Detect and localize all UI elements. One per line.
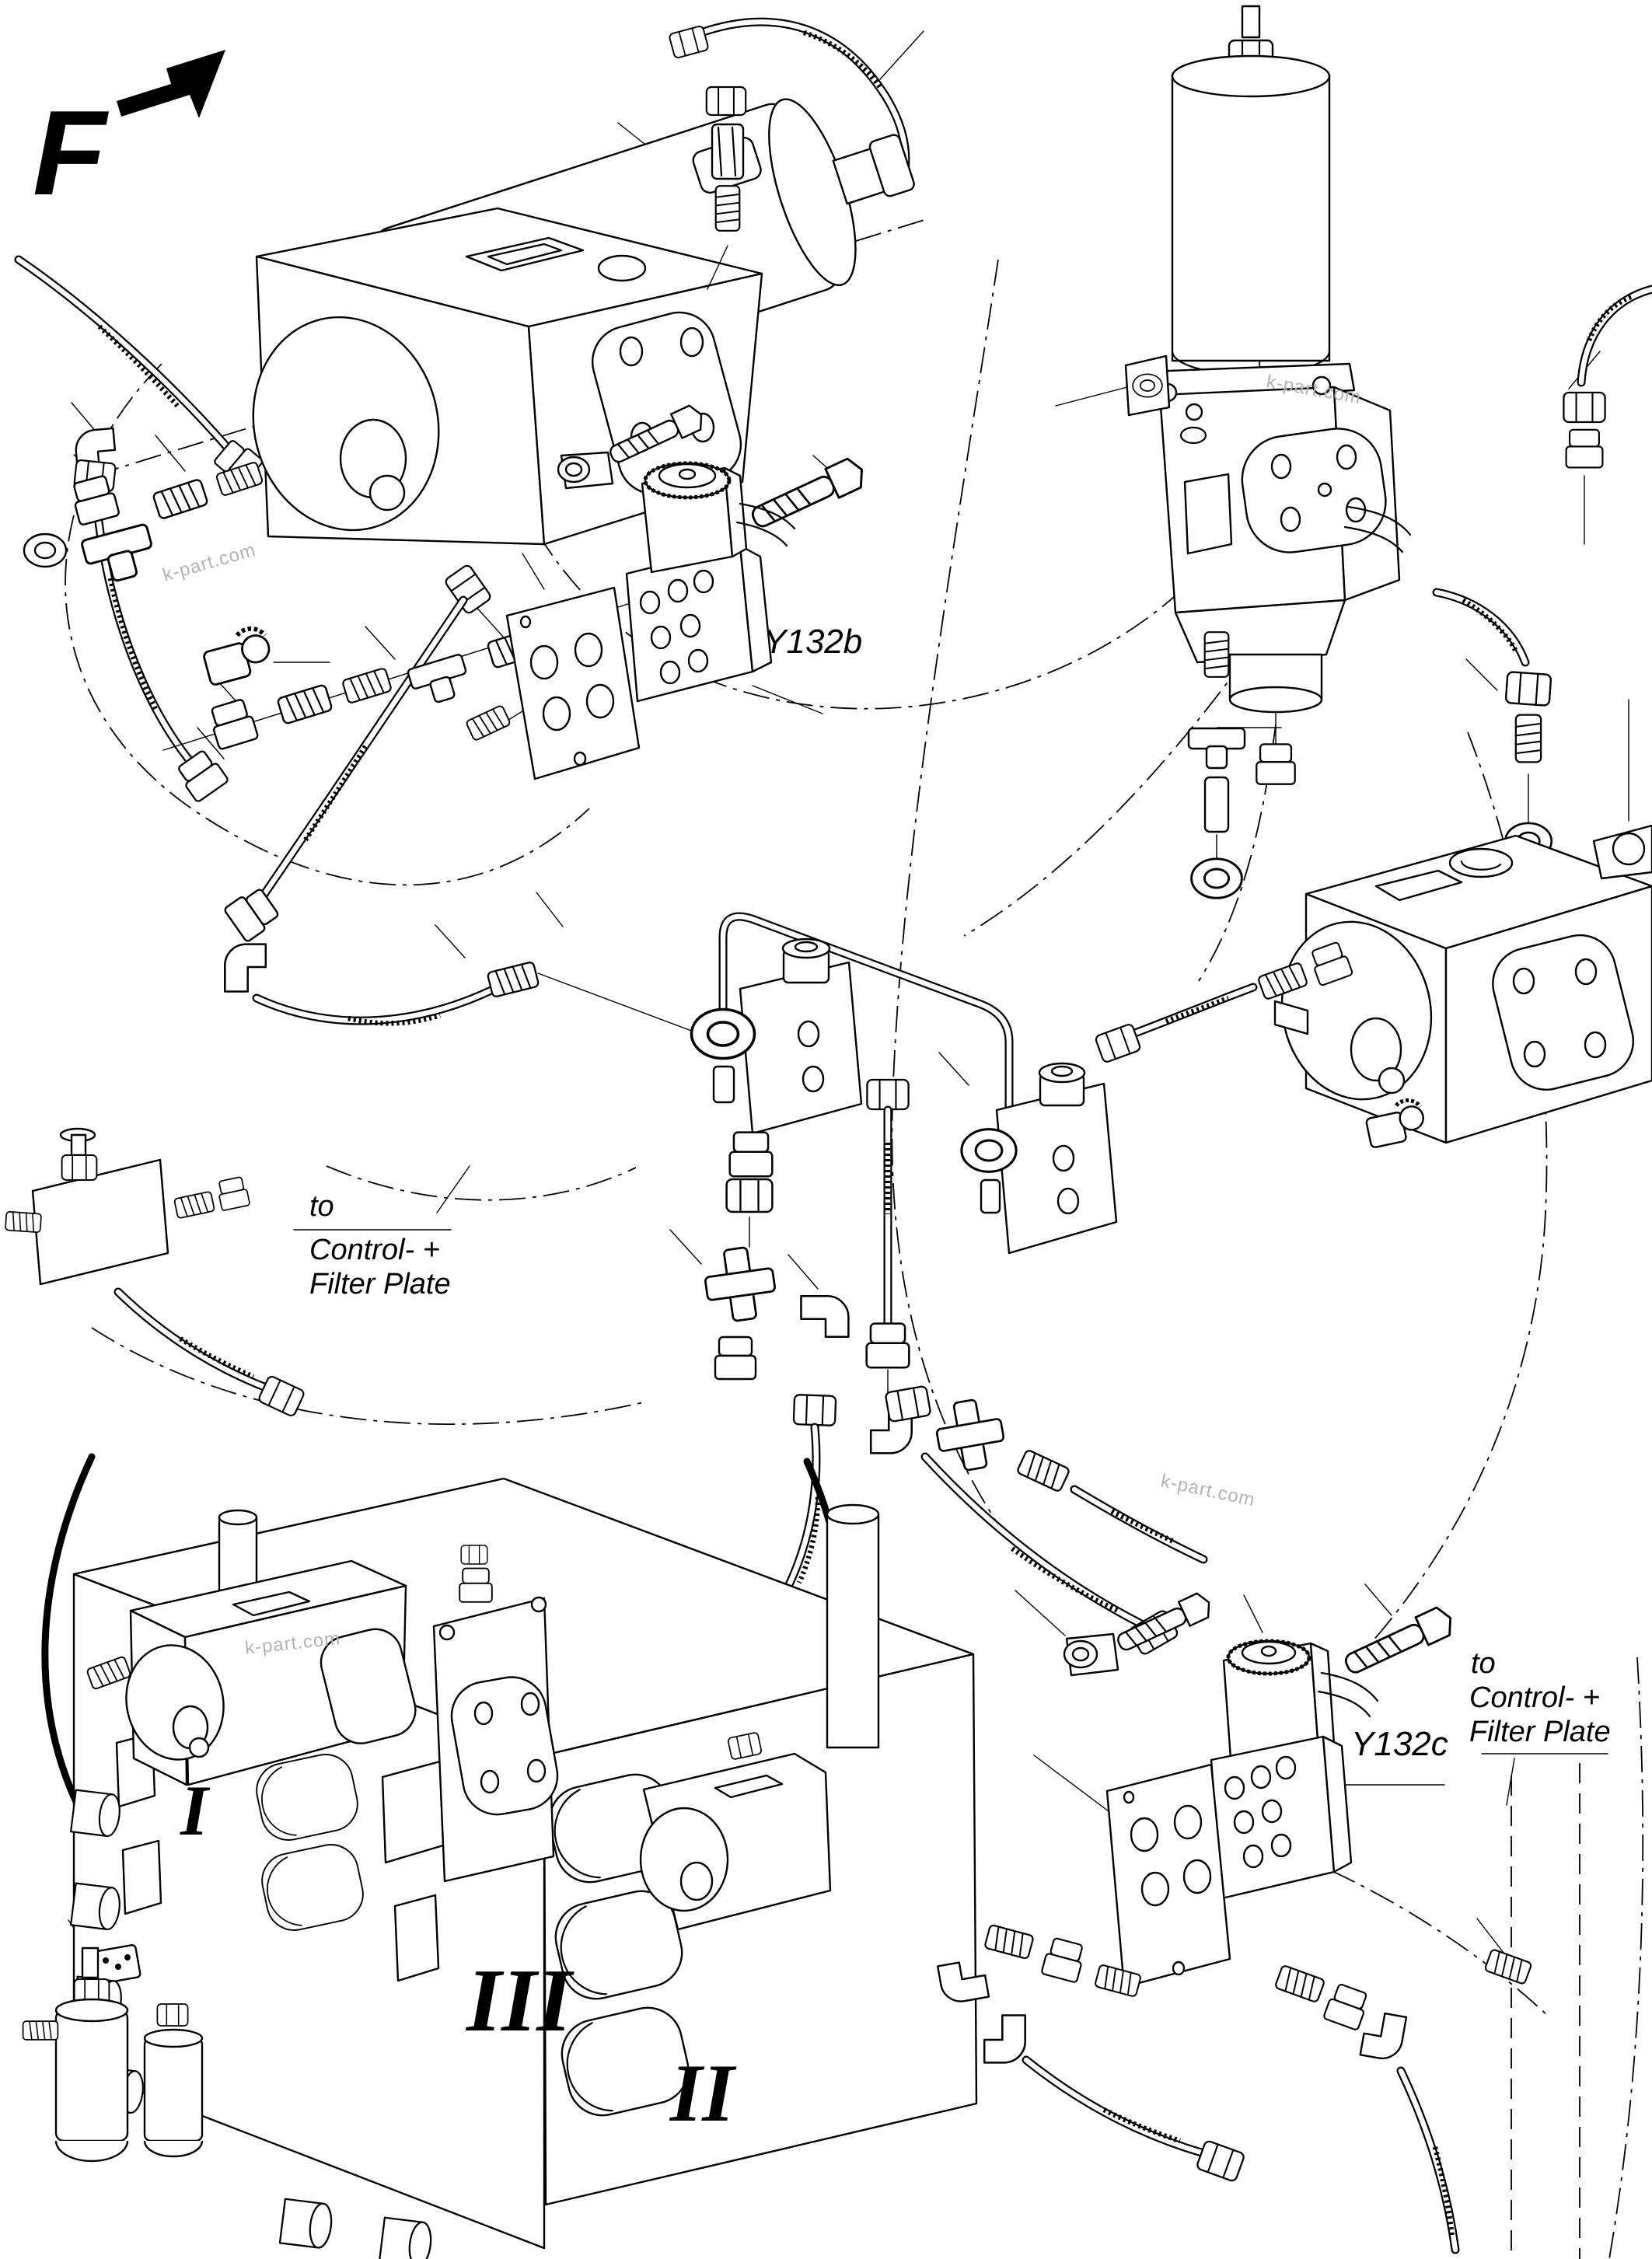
solenoid-valve-y132c [936, 1589, 1533, 2006]
long-bolt [746, 454, 870, 536]
hose-pump-top [668, 17, 910, 185]
solenoid-unit-on-manifold [432, 1545, 559, 1883]
hose-bottom-right-2 [1273, 1964, 1460, 2254]
view-letter: F [33, 86, 110, 220]
label-y132b: Y132b [763, 623, 862, 661]
ref-left-line1: to [309, 1190, 334, 1223]
ref-right-line2: Control- + [1469, 1681, 1600, 1714]
label-y132c: Y132c [1351, 1725, 1448, 1763]
labels: Y132b Y132c to Control- + Filter Plate t… [180, 623, 1611, 2139]
reference-note-left: to Control- + Filter Plate [293, 1190, 452, 1301]
ref-left-line2: Control- + [309, 1234, 440, 1266]
hose-cross-southeast [1070, 1485, 1208, 1564]
gear-pump-right [1256, 824, 1652, 1148]
pump-unit-on-manifold-right [639, 1731, 832, 1931]
ref-right-line1: to [1471, 1647, 1496, 1680]
hose-elbow-southeast [920, 1452, 1180, 1657]
view-direction-marker: F [33, 50, 225, 220]
relief-block-far-left [4, 1127, 251, 1286]
solenoid-valve-y132b [465, 401, 870, 780]
plug-with-chain-cap [200, 625, 274, 686]
solenoid-valve-assembly-top-right [1124, 5, 1412, 899]
hose-right-edge [1563, 285, 1652, 545]
watermark-text: k-part.com [160, 539, 258, 586]
check-valve-block-left [739, 961, 863, 1135]
cross-fitting [700, 1242, 781, 1326]
hose-upper-left [14, 255, 265, 491]
control-valve-manifold [22, 1453, 978, 2259]
view-arrow-icon [117, 50, 225, 118]
steel-pipe-and-check-valves [690, 912, 1118, 1493]
hose-bottom-right-1 [983, 2014, 1246, 2184]
fittings-left-of-pump [23, 460, 274, 686]
watermark-text: k-part.com [1159, 1470, 1257, 1510]
pump-unit-on-manifold-left [86, 1559, 417, 1786]
hose-left-block [114, 1287, 306, 1419]
hose-diagonal-center-left [222, 563, 493, 993]
section-marker-I: I [180, 1771, 211, 1850]
section-marker-II: II [669, 2048, 737, 2139]
hose-right-pump-inlet [1094, 983, 1258, 1064]
filter-assembly [22, 1947, 204, 2163]
cross-fitting-2 [931, 1395, 1010, 1475]
hose-top-right-elbow [1432, 588, 1553, 861]
ref-left-line3: Filter Plate [309, 1268, 451, 1301]
hose-horizontal-mid [252, 960, 700, 1035]
long-bolt [1339, 1603, 1458, 1681]
section-marker-III: III [465, 1951, 575, 2051]
hex-bolt [1112, 1589, 1216, 1657]
reference-note-right: to Control- + Filter Plate [1469, 1647, 1611, 1754]
fitting-pump-top-nut [705, 86, 747, 117]
pump-assembly-top-left [23, 86, 915, 686]
ref-right-line3: Filter Plate [1469, 1716, 1611, 1748]
